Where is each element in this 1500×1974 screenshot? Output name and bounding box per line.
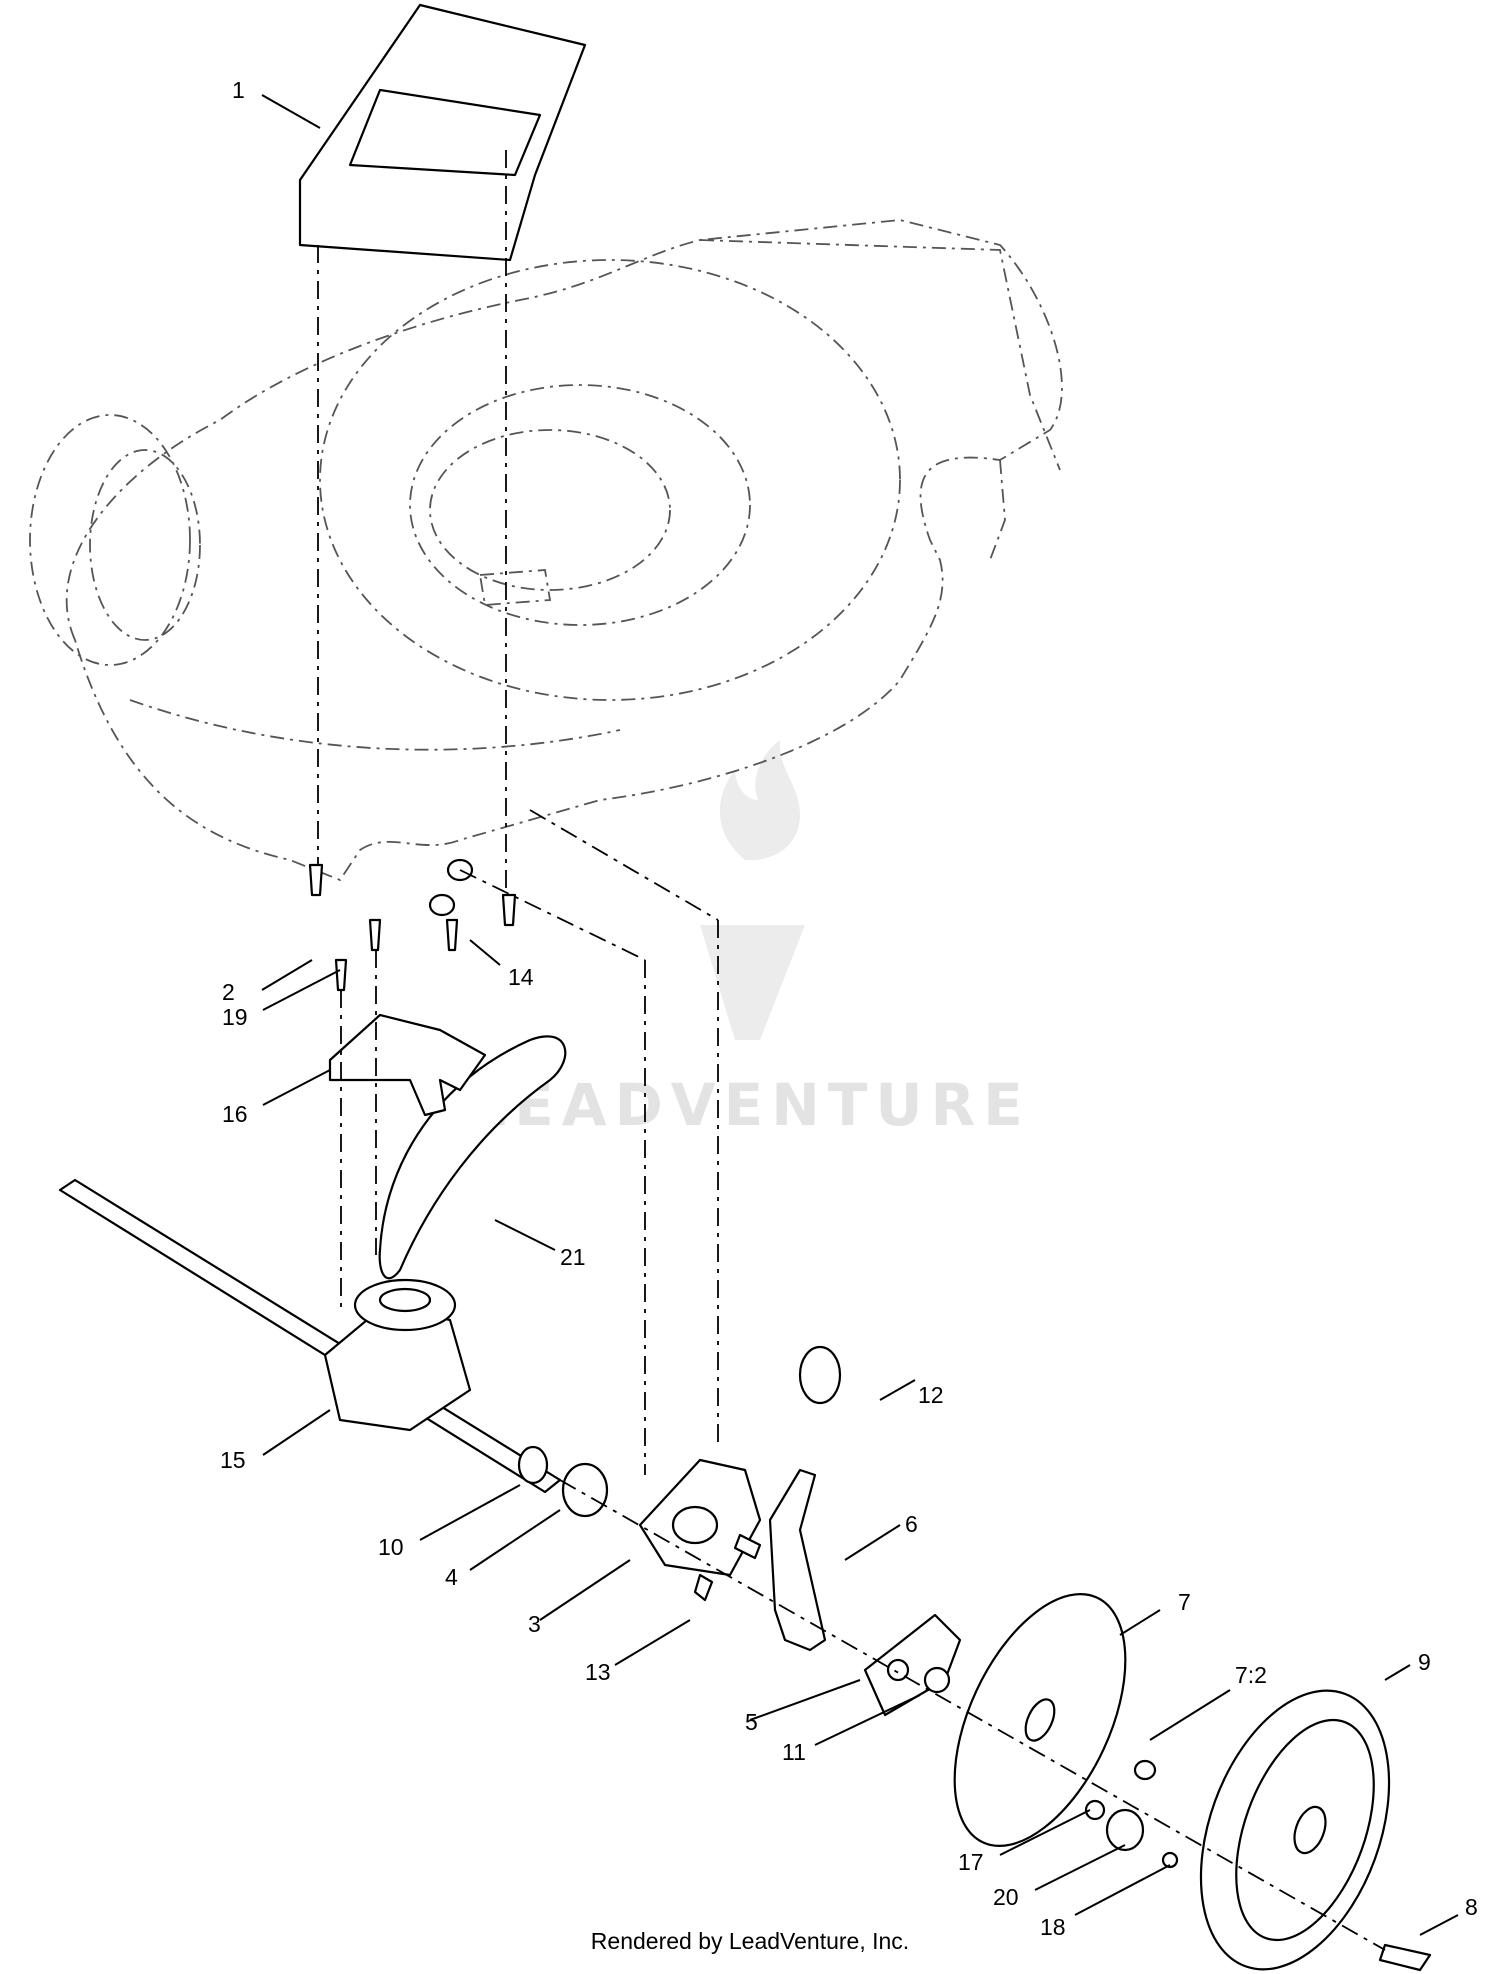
callout-15: 15: [220, 1447, 246, 1473]
callout-13: 13: [585, 1659, 611, 1685]
callout-14: 14: [508, 964, 534, 990]
assembly-center-lines: [317, 150, 1386, 1951]
leader-lines: [261, 94, 1459, 1936]
transmission: [58, 1178, 562, 1494]
callout-7-2: 7:2: [1235, 1662, 1267, 1688]
rear-wheel-ghost: [29, 414, 201, 666]
wheel-disc: [953, 1593, 1127, 1847]
callout-19: 19: [222, 1004, 248, 1030]
callout-4: 4: [445, 1564, 458, 1590]
callout-17: 17: [958, 1849, 984, 1875]
callout-5: 5: [745, 1709, 758, 1735]
watermark-flame-icon: [719, 740, 800, 861]
height-adjuster-arm: [768, 1345, 842, 1652]
callout-12: 12: [918, 1382, 944, 1408]
callout-16: 16: [222, 1101, 248, 1127]
callout-11: 11: [782, 1739, 806, 1765]
rear-baffle-plate: [638, 1458, 762, 1577]
callout-21: 21: [560, 1244, 586, 1270]
drive-belt: [378, 1035, 567, 1280]
callout-18: 18: [1040, 1914, 1066, 1940]
callout-7: 7: [1178, 1589, 1191, 1615]
belt-cover: [298, 3, 587, 262]
callout-labels: 1 2 3 4 5 6 7 7:2 8 9 10 11 12 13 14 15 …: [220, 77, 1478, 1940]
render-credit: Rendered by LeadVenture, Inc.: [590, 1928, 910, 1954]
callout-9: 9: [1418, 1649, 1431, 1675]
callout-1: 1: [232, 77, 245, 103]
callout-10: 10: [378, 1534, 404, 1560]
callout-6: 6: [905, 1511, 918, 1537]
callout-2: 2: [222, 979, 235, 1005]
hardware: [308, 858, 1432, 1972]
belt-guide-bracket: [328, 1013, 487, 1117]
front-wheel: [1199, 1689, 1391, 1971]
watermark-v-mark: [700, 925, 805, 1040]
watermark-text: LEADVENTURE: [469, 1071, 1031, 1139]
callout-3: 3: [528, 1611, 541, 1637]
watermark: LEADVENTURE: [469, 740, 1031, 1139]
height-adjuster-plate: [863, 1613, 962, 1717]
callout-8: 8: [1465, 1894, 1478, 1920]
mower-deck-ghost: [65, 219, 1063, 882]
callout-20: 20: [993, 1884, 1019, 1910]
